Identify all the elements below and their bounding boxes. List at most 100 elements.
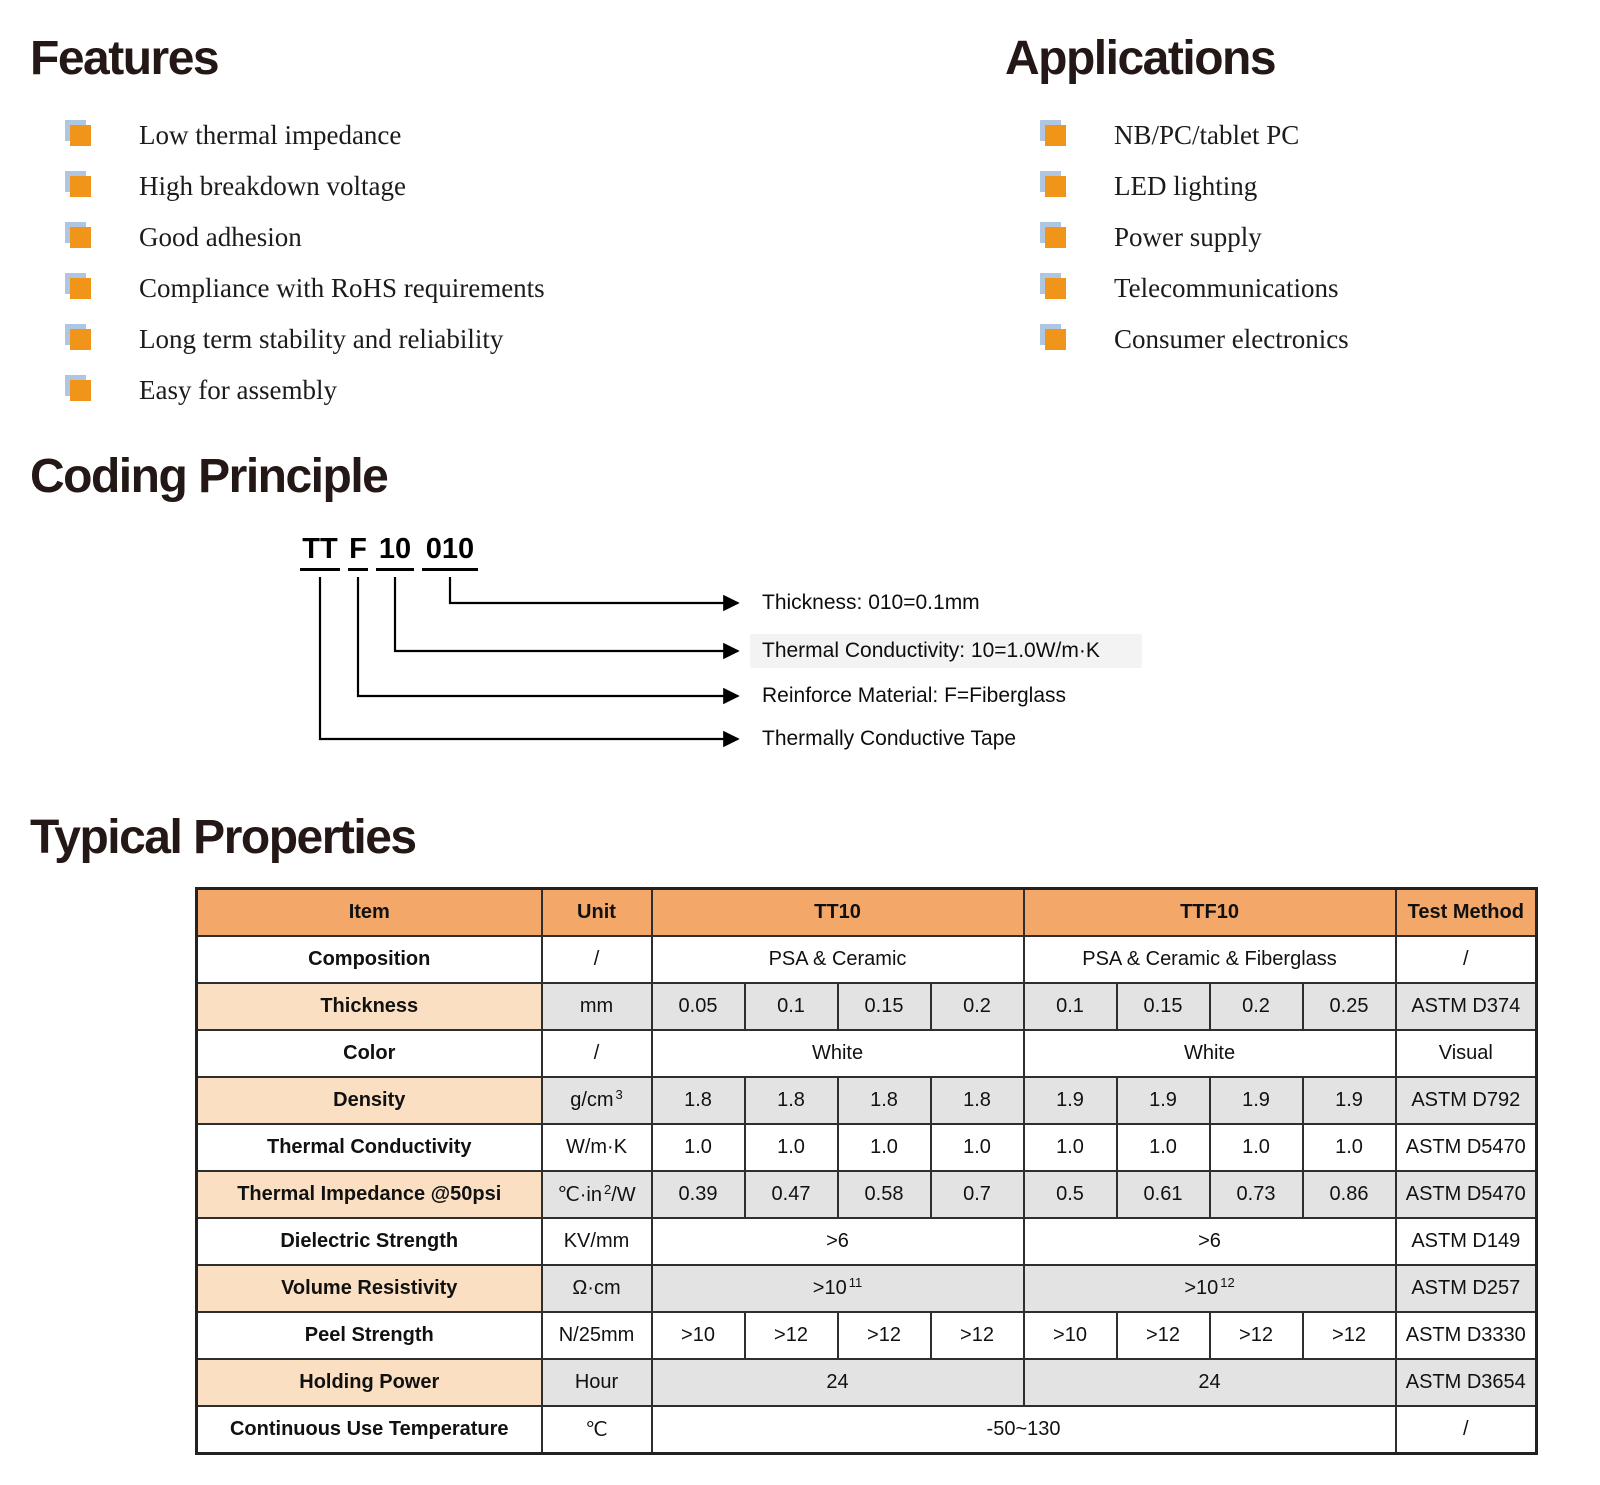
- cell-value: >12: [1115, 1311, 1211, 1361]
- cell-unit: KV/mm: [540, 1217, 653, 1267]
- cell-item: Density: [195, 1076, 543, 1126]
- cell-unit: ℃: [540, 1405, 653, 1455]
- feature-item: Good adhesion: [30, 212, 1005, 263]
- cell-value: >12: [743, 1311, 839, 1361]
- cell-unit: Hour: [540, 1358, 653, 1408]
- cell-test: ASTM D149: [1394, 1217, 1538, 1267]
- product-code: TT F 10 010: [300, 533, 478, 572]
- typical-properties-title: Typical Properties: [30, 810, 417, 864]
- square-bullet-icon: [70, 380, 91, 402]
- feature-text: Long term stability and reliability: [139, 324, 504, 355]
- cell-value: 1.8: [929, 1076, 1025, 1126]
- cell-value: >12: [929, 1311, 1025, 1361]
- cell-item: Color: [195, 1029, 543, 1079]
- feature-item: Low thermal impedance: [30, 110, 1005, 161]
- square-bullet-icon: [70, 329, 91, 351]
- feature-text: Compliance with RoHS requirements: [139, 273, 545, 304]
- cell-unit: Ω·cm: [540, 1264, 653, 1314]
- cell-value: 24: [650, 1358, 1025, 1408]
- cell-test: /: [1394, 1405, 1538, 1455]
- feature-text: Easy for assembly: [139, 375, 337, 406]
- cell-item: Holding Power: [195, 1358, 543, 1408]
- code-part-tape: TT: [300, 533, 340, 572]
- cell-value: 1.8: [650, 1076, 746, 1126]
- cell-value: 1.8: [743, 1076, 839, 1126]
- application-text: NB/PC/tablet PC: [1114, 120, 1300, 151]
- cell-value: >12: [836, 1311, 932, 1361]
- cell-value: 0.15: [1115, 982, 1211, 1032]
- cell-value: >12: [1301, 1311, 1397, 1361]
- square-bullet-icon: [1045, 176, 1066, 198]
- cell-value: 0.25: [1301, 982, 1397, 1032]
- feature-text: Good adhesion: [139, 222, 302, 253]
- cell-unit: mm: [540, 982, 653, 1032]
- value-superscript: 12: [1220, 1274, 1235, 1290]
- table-row-holding-power: Holding Power Hour 24 24 ASTM D3654: [195, 1358, 1538, 1408]
- table-row-composition: Composition / PSA & Ceramic PSA & Cerami…: [195, 935, 1538, 985]
- header-test-method: Test Method: [1394, 887, 1538, 938]
- cell-value: 1.9: [1022, 1076, 1118, 1126]
- applications-title: Applications: [1005, 32, 1277, 85]
- cell-value: 1.0: [743, 1123, 839, 1173]
- value-base: >10: [812, 1277, 847, 1300]
- cell-item: Thermal Conductivity: [195, 1123, 543, 1173]
- cell-value: 1.9: [1115, 1076, 1211, 1126]
- cell-test: ASTM D257: [1394, 1264, 1538, 1314]
- application-text: Telecommunications: [1114, 273, 1339, 304]
- application-text: LED lighting: [1114, 171, 1258, 202]
- header-tt10: TT10: [650, 887, 1025, 938]
- unit-base: ℃·in: [557, 1184, 602, 1207]
- cell-value: >10: [650, 1311, 746, 1361]
- square-bullet-icon: [1045, 227, 1066, 249]
- unit-superscript: 3: [615, 1086, 623, 1102]
- unit-base: g/cm: [570, 1089, 614, 1112]
- cell-value: >12: [1208, 1311, 1304, 1361]
- cell-value: 1.0: [1022, 1123, 1118, 1173]
- cell-test: ASTM D3330: [1394, 1311, 1538, 1361]
- cell-test: ASTM D3654: [1394, 1358, 1538, 1408]
- application-item: LED lighting: [1005, 161, 1600, 212]
- features-list: Low thermal impedance High breakdown vol…: [30, 110, 1005, 416]
- cell-value: 0.7: [929, 1170, 1025, 1220]
- table-row-thickness: Thickness mm 0.05 0.1 0.15 0.2 0.1 0.15 …: [195, 982, 1538, 1032]
- applications-list: NB/PC/tablet PC LED lighting Power suppl…: [1005, 110, 1600, 365]
- feature-item: Easy for assembly: [30, 365, 1005, 416]
- cell-value: White: [1022, 1029, 1397, 1079]
- table-row-continuous-use-temperature: Continuous Use Temperature ℃ -50~130 /: [195, 1405, 1538, 1455]
- label-tape-type: Thermally Conductive Tape: [762, 726, 1017, 750]
- application-item: NB/PC/tablet PC: [1005, 110, 1600, 161]
- cell-item: Composition: [195, 935, 543, 985]
- cell-value: 0.2: [1208, 982, 1304, 1032]
- cell-test: /: [1394, 935, 1538, 985]
- cell-value: 1.0: [1115, 1123, 1211, 1173]
- code-part-thickness: 010: [422, 533, 478, 572]
- header-item: Item: [195, 887, 543, 938]
- square-bullet-icon: [70, 278, 91, 300]
- cell-value: 1.9: [1208, 1076, 1304, 1126]
- cell-value: 1.9: [1301, 1076, 1397, 1126]
- cell-value: 0.05: [650, 982, 746, 1032]
- cell-value: >10: [1022, 1311, 1118, 1361]
- code-part-conductivity: 10: [376, 533, 414, 572]
- cell-unit: W/m·K: [540, 1123, 653, 1173]
- square-bullet-icon: [70, 227, 91, 249]
- cell-value: White: [650, 1029, 1025, 1079]
- coding-principle-title: Coding Principle: [30, 450, 389, 504]
- cell-value: >6: [650, 1217, 1025, 1267]
- cell-unit: /: [540, 1029, 653, 1079]
- cell-value: -50~130: [650, 1405, 1397, 1455]
- cell-test: Visual: [1394, 1029, 1538, 1079]
- cell-test: ASTM D374: [1394, 982, 1538, 1032]
- cell-value: 0.1: [743, 982, 839, 1032]
- cell-unit: /: [540, 935, 653, 985]
- cell-value: 0.15: [836, 982, 932, 1032]
- square-bullet-icon: [1045, 329, 1066, 351]
- value-base: >10: [1184, 1277, 1219, 1300]
- square-bullet-icon: [70, 176, 91, 198]
